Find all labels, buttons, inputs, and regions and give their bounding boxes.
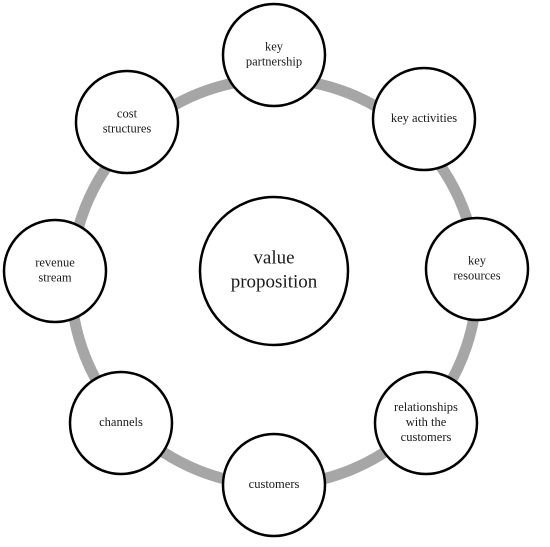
node-circle-channels: [68, 370, 174, 476]
node-customers: customers: [221, 432, 327, 538]
label-line: key activities: [391, 111, 457, 125]
label-line: structures: [103, 121, 152, 135]
label-line: cost: [117, 106, 138, 120]
node-key-activities: key activities: [371, 66, 477, 172]
node-circle-customers: [221, 432, 327, 538]
label-line: value: [253, 247, 294, 268]
label-line: proposition: [231, 271, 318, 292]
value-proposition-node: value proposition: [198, 195, 350, 347]
label-line: revenue: [35, 255, 75, 269]
label-line: key: [468, 253, 487, 267]
label-line: customers: [401, 430, 452, 444]
node-label-key-activities: key activities: [391, 111, 457, 125]
label-line: resources: [453, 268, 500, 282]
label-line: key: [265, 39, 284, 53]
node-channels: channels: [68, 370, 174, 476]
node-circle-key-activities: [371, 66, 477, 172]
label-line: stream: [38, 270, 72, 284]
label-line: relationships: [394, 400, 458, 414]
label-line: channels: [99, 415, 143, 429]
node-label-channels: channels: [99, 415, 143, 429]
node-circle-revenue-stream: [2, 218, 108, 324]
value-proposition-label: value proposition: [231, 247, 318, 292]
label-line: customers: [249, 477, 300, 491]
node-circle-key-partnership: [221, 2, 327, 108]
node-label-customers: customers: [249, 477, 300, 491]
node-circle-relationships-with-the-customers: [373, 370, 479, 476]
node-circle-cost-structures: [74, 69, 180, 175]
value-proposition-circle: [198, 195, 350, 347]
label-line: partnership: [246, 54, 302, 68]
label-line: with the: [406, 415, 447, 429]
node-circle-key-resources: [424, 216, 530, 322]
